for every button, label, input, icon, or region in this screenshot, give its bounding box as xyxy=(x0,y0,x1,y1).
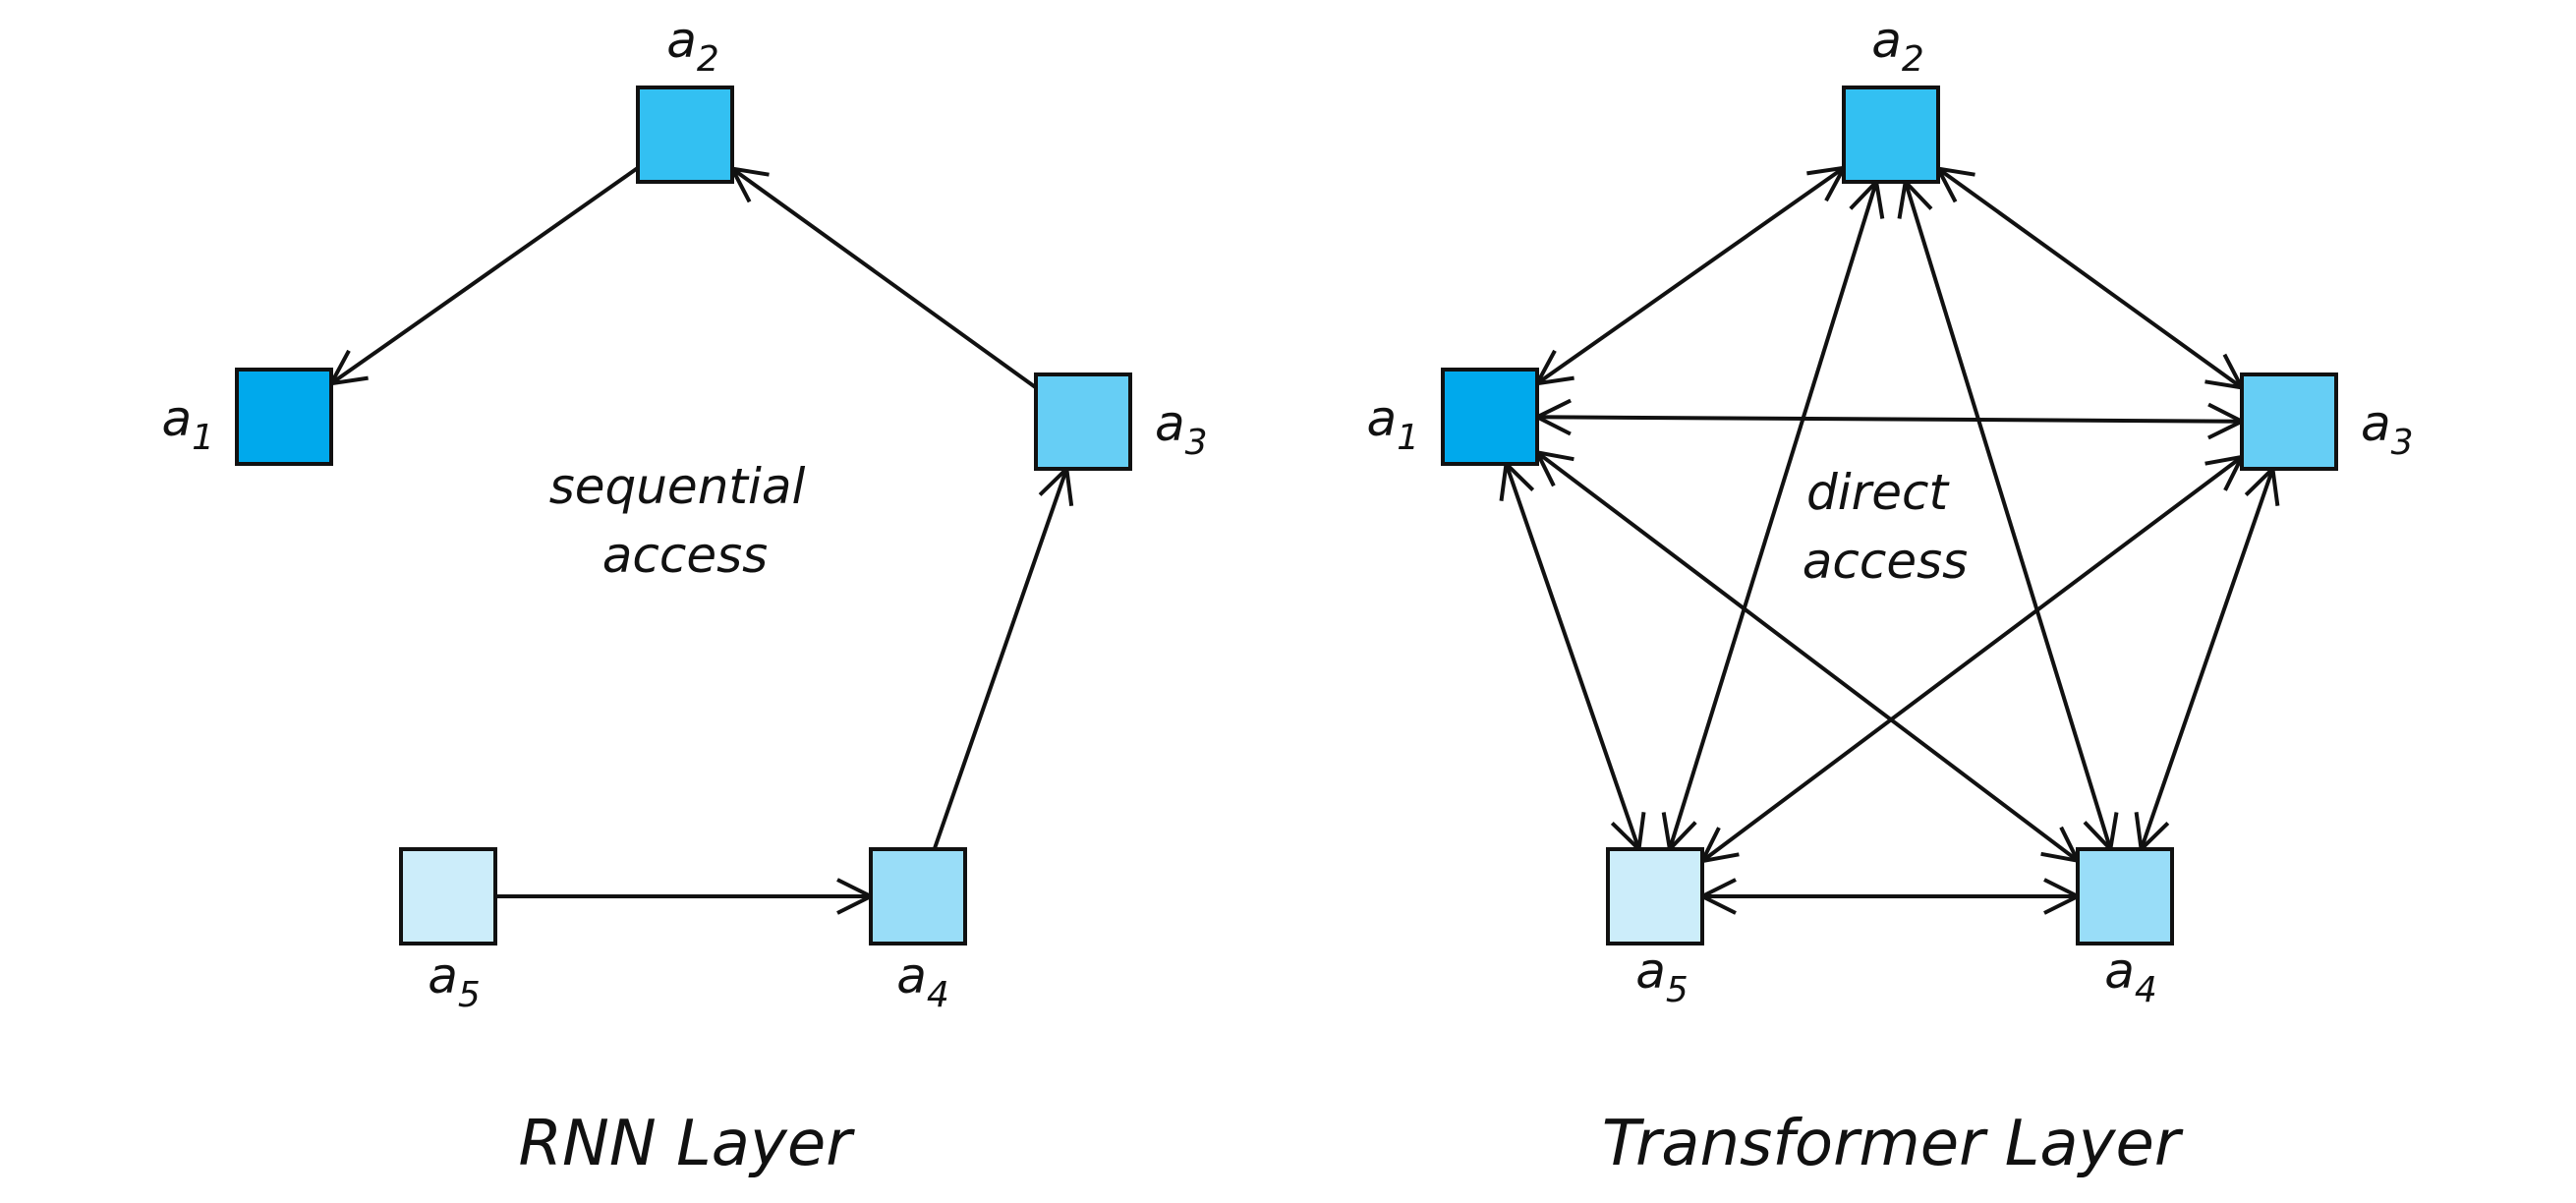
label-subscript: 5 xyxy=(1666,970,1689,1010)
edge-a4-a5 xyxy=(1697,878,2083,915)
edge-line xyxy=(329,166,640,385)
label-subscript: 2 xyxy=(697,39,719,80)
edge-a1-a2 xyxy=(1533,165,1848,386)
node-a2-box xyxy=(1842,86,1940,184)
label-base: a xyxy=(1871,12,1902,69)
label-subscript: 1 xyxy=(192,418,214,458)
node-a3: a3 xyxy=(2240,372,2414,471)
transformer-edges xyxy=(1499,165,2280,915)
label-base: a xyxy=(428,947,458,1004)
node-a5: a5 xyxy=(1606,847,1704,1010)
transformer-center-line-1: direct xyxy=(1806,464,1950,521)
edge-line xyxy=(730,166,1038,390)
label-subscript: 5 xyxy=(458,975,481,1015)
rnn-title: RNN Layer xyxy=(519,1108,856,1180)
label-subscript: 4 xyxy=(2135,970,2157,1010)
label-base: a xyxy=(1635,943,1666,1000)
edge-line xyxy=(1936,166,2244,390)
label-base: a xyxy=(2104,943,2135,1000)
edge-a3-a4 xyxy=(2134,464,2280,854)
label-base: a xyxy=(896,947,927,1004)
rnn-center-line-2: access xyxy=(602,527,768,584)
transformer-center-label: direct access xyxy=(1803,464,1968,590)
edge-a1-a3 xyxy=(1532,398,2247,440)
edge-a2-a3 xyxy=(1934,165,2246,391)
node-a3-box xyxy=(1034,372,1132,471)
edge-a1-a5 xyxy=(1499,459,1646,854)
rnn-center-line-1: sequential xyxy=(549,458,806,515)
edge-line xyxy=(1535,166,1846,385)
edge-line xyxy=(2139,468,2275,850)
label-subscript: 2 xyxy=(1902,39,1924,80)
rnn-center-label: sequential access xyxy=(549,458,822,584)
label-base: a xyxy=(666,12,697,69)
edge-line xyxy=(1536,415,2243,424)
edge-line xyxy=(1667,181,1879,850)
transformer-center-line-2: access xyxy=(1803,533,1968,590)
node-a4: a4 xyxy=(869,847,967,1015)
node-a3-label: a3 xyxy=(2361,395,2414,463)
transformer-title: Transformer Layer xyxy=(1602,1108,2184,1180)
node-a3-label: a3 xyxy=(1155,395,1208,463)
node-a1-label: a1 xyxy=(1366,390,1419,458)
node-a5-label: a5 xyxy=(428,947,481,1015)
node-a5-box xyxy=(399,847,497,945)
edge-line xyxy=(1903,181,2113,850)
node-a1-box xyxy=(1441,368,1539,466)
node-a2-label: a2 xyxy=(1871,12,1924,80)
edge-a2-a1 xyxy=(327,166,640,386)
label-subscript: 1 xyxy=(1397,418,1419,458)
node-a4: a4 xyxy=(2076,847,2174,1010)
label-base: a xyxy=(1366,390,1397,447)
label-subscript: 3 xyxy=(2391,423,2414,463)
edge-line xyxy=(1504,463,1641,850)
node-a1-box xyxy=(235,368,333,466)
node-a1: a1 xyxy=(161,368,333,466)
node-a4-box xyxy=(869,847,967,945)
node-a4-label: a4 xyxy=(2104,943,2157,1010)
node-a3: a3 xyxy=(1034,372,1208,471)
edge-line xyxy=(1535,450,2080,863)
node-a5-label: a5 xyxy=(1635,943,1689,1010)
node-a1: a1 xyxy=(1366,368,1539,466)
edge-a5-a4 xyxy=(495,878,876,915)
edge-a3-a2 xyxy=(728,165,1038,390)
node-a5-box xyxy=(1606,847,1704,945)
edge-a4-a3 xyxy=(932,464,1074,850)
node-a4-label: a4 xyxy=(896,947,949,1015)
node-a2: a2 xyxy=(1842,12,1940,184)
node-a2: a2 xyxy=(636,12,734,184)
node-a1-label: a1 xyxy=(161,390,214,458)
edge-line xyxy=(932,468,1069,850)
node-a3-box xyxy=(2240,372,2338,471)
node-a5: a5 xyxy=(399,847,497,1015)
node-a2-label: a2 xyxy=(666,12,719,80)
label-subscript: 3 xyxy=(1185,423,1208,463)
edge-a3-a5 xyxy=(1698,454,2246,864)
label-subscript: 4 xyxy=(927,975,949,1015)
label-base: a xyxy=(1155,395,1185,452)
node-a4-box xyxy=(2076,847,2174,945)
label-base: a xyxy=(161,390,192,447)
edge-line xyxy=(1700,455,2244,863)
label-base: a xyxy=(2361,395,2391,452)
node-a2-box xyxy=(636,86,734,184)
